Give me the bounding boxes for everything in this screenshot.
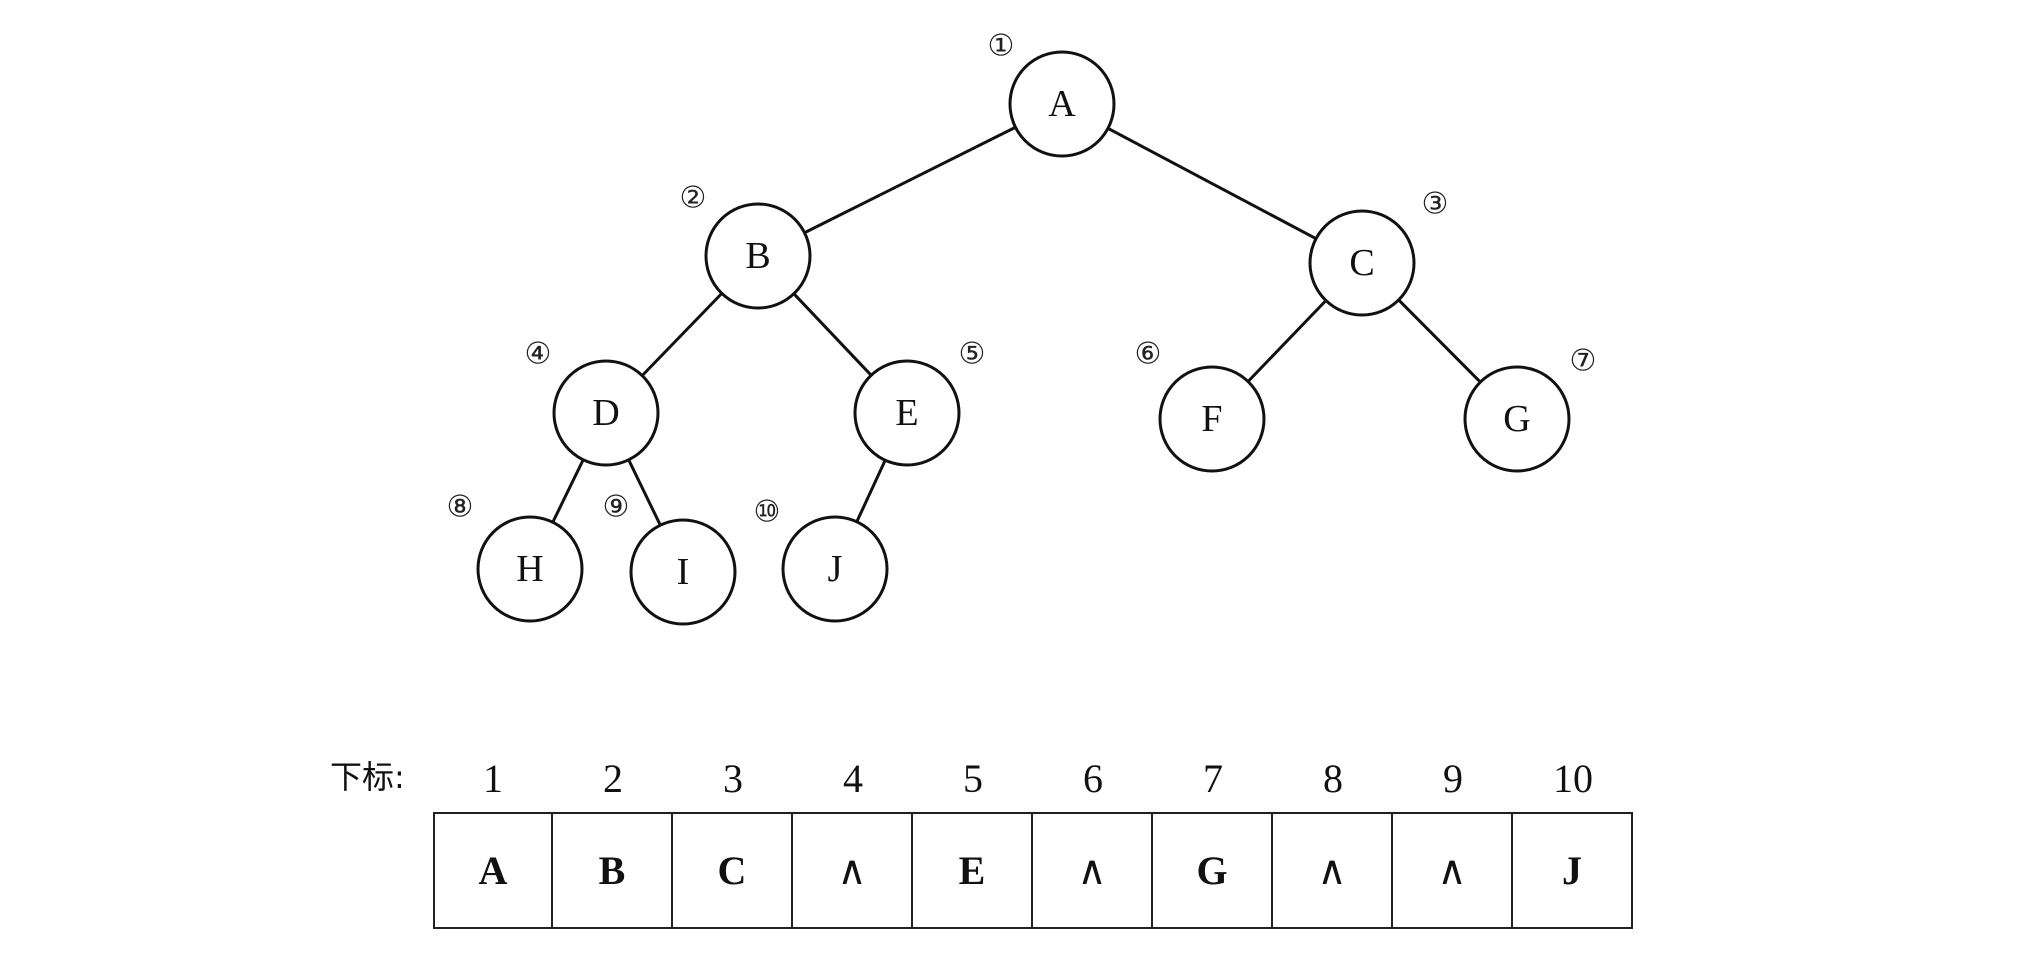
node-label: B bbox=[745, 235, 770, 277]
node-index-label: ⑩ bbox=[754, 496, 781, 529]
edge-A-C bbox=[1107, 127, 1317, 240]
node-circle bbox=[1463, 365, 1571, 473]
array-cell: ∧ bbox=[793, 812, 913, 929]
edge-A-B bbox=[803, 125, 1017, 235]
node-label: F bbox=[1201, 398, 1222, 440]
node-circle bbox=[1008, 50, 1116, 158]
node-label: A bbox=[1048, 83, 1076, 125]
node-circle bbox=[853, 359, 961, 467]
edge-D-H bbox=[551, 459, 585, 523]
node-index-label: ⑧ bbox=[447, 491, 474, 524]
node-label: D bbox=[592, 392, 619, 434]
node-circle bbox=[704, 202, 812, 310]
tree-node-A: A① bbox=[988, 30, 1116, 158]
array-index: 10 bbox=[1553, 756, 1593, 801]
node-index-label: ② bbox=[680, 182, 707, 215]
array-index: 9 bbox=[1443, 756, 1463, 801]
array-cell: ∧ bbox=[1393, 812, 1513, 929]
tree-node-E: E⑤ bbox=[853, 338, 986, 467]
node-label: E bbox=[895, 392, 918, 434]
node-circle bbox=[781, 515, 889, 623]
node-index-label: ⑤ bbox=[959, 338, 986, 371]
array-cell: A bbox=[433, 812, 553, 929]
node-circle bbox=[476, 515, 584, 623]
tree-node-J: J⑩ bbox=[754, 496, 889, 623]
edge-E-J bbox=[855, 459, 887, 523]
node-circle bbox=[1158, 365, 1266, 473]
node-label: C bbox=[1349, 242, 1374, 284]
array-index: 5 bbox=[963, 756, 983, 801]
tree-node-B: B② bbox=[680, 182, 812, 310]
array-cell: C bbox=[673, 812, 793, 929]
node-circle bbox=[552, 359, 660, 467]
node-index-label: ① bbox=[988, 30, 1015, 63]
edge-D-I bbox=[627, 459, 662, 526]
edge-C-F bbox=[1246, 299, 1328, 383]
node-index-label: ③ bbox=[1422, 188, 1449, 221]
node-label: I bbox=[677, 551, 690, 593]
array-index: 2 bbox=[603, 756, 623, 801]
array-index: 4 bbox=[843, 756, 863, 801]
node-label: H bbox=[516, 548, 543, 590]
tree-node-H: H⑧ bbox=[447, 491, 584, 623]
node-label: J bbox=[828, 548, 843, 590]
index-label: 下标: bbox=[330, 758, 405, 796]
edge-C-G bbox=[1397, 298, 1482, 384]
array-index: 6 bbox=[1083, 756, 1103, 801]
tree-node-D: D④ bbox=[525, 338, 660, 467]
tree-node-C: C③ bbox=[1308, 188, 1449, 317]
tree-node-F: F⑥ bbox=[1135, 338, 1266, 473]
array-index: 1 bbox=[483, 756, 503, 801]
array-cell: J bbox=[1513, 812, 1633, 929]
node-index-label: ⑨ bbox=[603, 491, 630, 524]
array-index: 3 bbox=[723, 756, 743, 801]
node-index-label: ⑦ bbox=[1570, 345, 1597, 378]
array-cell: E bbox=[913, 812, 1033, 929]
array-index: 8 bbox=[1323, 756, 1343, 801]
edge-B-E bbox=[792, 292, 873, 377]
node-index-label: ④ bbox=[525, 338, 552, 371]
array-cell: G bbox=[1153, 812, 1273, 929]
array-cell: ∧ bbox=[1033, 812, 1153, 929]
tree-node-I: I⑨ bbox=[603, 491, 737, 626]
tree-node-G: G⑦ bbox=[1463, 345, 1597, 473]
node-label: G bbox=[1503, 398, 1530, 440]
node-circle bbox=[629, 518, 737, 626]
node-index-label: ⑥ bbox=[1135, 338, 1162, 371]
array-cell: ∧ bbox=[1273, 812, 1393, 929]
array-index: 7 bbox=[1203, 756, 1223, 801]
array-cell: B bbox=[553, 812, 673, 929]
node-circle bbox=[1308, 209, 1416, 317]
edge-B-D bbox=[641, 292, 723, 377]
